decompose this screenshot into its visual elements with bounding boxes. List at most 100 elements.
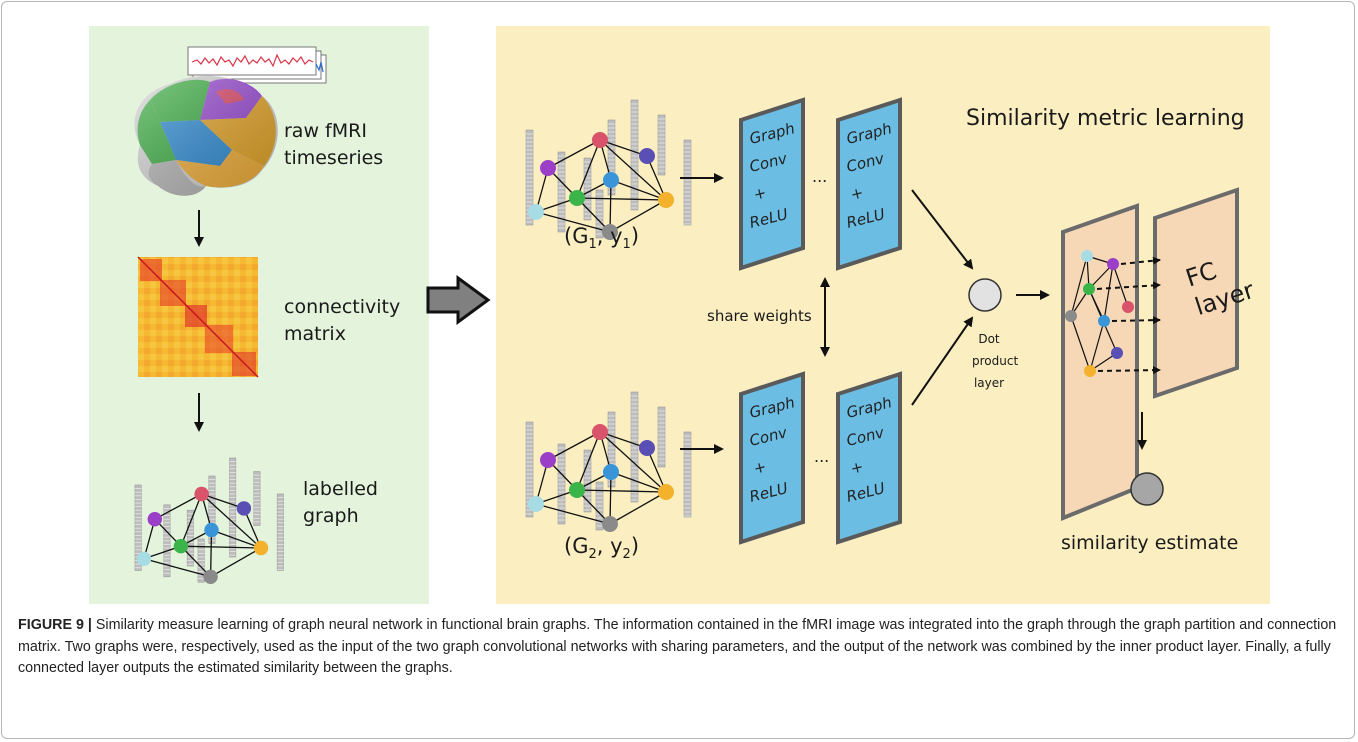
- arrow-conv2-to-dot: [911, 316, 974, 406]
- labelled-graph-label: labelled graph: [303, 478, 378, 527]
- graph-node: [602, 224, 618, 240]
- graph2-label: (G2, y2): [564, 534, 640, 563]
- graph-node: [528, 496, 544, 512]
- graph-edge: [180, 493, 203, 547]
- fc-connection-arrow: [1120, 256, 1161, 265]
- connectivity-matrix-label: connectivity matrix: [284, 296, 401, 345]
- fc-connection-arrow: [1111, 316, 1161, 325]
- node-feature-vector: [630, 391, 639, 503]
- dot-product-label: Dot product layer: [972, 332, 1019, 390]
- graph-node: [173, 539, 189, 554]
- graph-edge: [210, 547, 262, 578]
- graph-node: [639, 148, 655, 164]
- node-feature-vector: [163, 504, 171, 578]
- fc-input-graph: [1065, 250, 1161, 377]
- input-graph-2: [525, 391, 692, 532]
- graph-node: [603, 172, 619, 188]
- graph-node: [1122, 301, 1134, 313]
- graph-node: [602, 516, 618, 532]
- graph-node: [569, 482, 585, 498]
- graph-edge: [1112, 263, 1129, 308]
- graph-edge: [610, 471, 667, 493]
- transition-arrow: [426, 275, 491, 325]
- input-graph-1: [525, 99, 692, 240]
- graph-edge: [1070, 255, 1088, 317]
- conv-label: +: [849, 183, 866, 204]
- graph-node: [1111, 347, 1123, 359]
- ellipsis-bottom: ...: [814, 447, 829, 466]
- graph-node: [1065, 310, 1077, 322]
- graph-node: [203, 569, 218, 584]
- graph-node: [540, 160, 556, 176]
- raw-fmri-label: raw fMRI timeseries: [284, 120, 384, 169]
- conv-label: +: [849, 457, 866, 478]
- graph-edge: [599, 139, 648, 157]
- fc-layer-panel: [1153, 187, 1239, 399]
- graph-edge: [201, 493, 245, 510]
- share-weights-label: share weights: [707, 307, 812, 325]
- graph-edge: [576, 431, 601, 491]
- node-feature-vector: [583, 449, 592, 513]
- similarity-estimate-label: similarity estimate: [1061, 532, 1239, 554]
- graph-node: [253, 540, 269, 556]
- graph-edge: [599, 431, 648, 449]
- graph-node: [136, 551, 152, 566]
- graph-edge: [209, 529, 213, 577]
- node-feature-vector: [683, 139, 692, 226]
- graph-node: [540, 452, 556, 468]
- graph-node: [569, 190, 585, 206]
- graph-node: [658, 192, 674, 208]
- graph-node: [658, 484, 674, 500]
- graph-edge: [180, 545, 262, 549]
- graph-node: [194, 486, 209, 502]
- similarity-learning-title: Similarity metric learning: [966, 106, 1245, 131]
- node-feature-vector: [253, 471, 261, 526]
- fc-connection-arrow: [1097, 366, 1161, 375]
- graph-edge: [610, 179, 667, 201]
- figure-caption: FIGURE 9 | Similarity measure learning o…: [18, 615, 1338, 680]
- graph-edge: [201, 493, 262, 549]
- node-feature-vector: [630, 99, 639, 211]
- graph-edge: [609, 199, 667, 233]
- conv-label: +: [752, 457, 769, 478]
- node-feature-vector: [583, 157, 592, 221]
- graph-edge: [599, 431, 667, 493]
- node-feature-vector: [683, 431, 692, 518]
- graph-edge: [143, 558, 211, 578]
- graph-node: [528, 204, 544, 220]
- graph-edge: [609, 491, 667, 525]
- similarity-output-node: [1130, 472, 1164, 506]
- graph-edge: [547, 139, 601, 169]
- fc-input-panel: [1061, 203, 1139, 521]
- graph-edge: [609, 179, 612, 233]
- node-feature-vector: [595, 481, 604, 531]
- graph-node: [1084, 365, 1096, 377]
- graph-node: [147, 512, 162, 527]
- graph-edge: [154, 493, 202, 520]
- node-feature-vector: [657, 114, 666, 176]
- graph-edge: [576, 489, 667, 493]
- graph-edge: [609, 471, 612, 525]
- ellipsis-top: ...: [812, 167, 827, 186]
- graph-edge: [1103, 263, 1114, 322]
- timeseries-icon: [187, 46, 327, 84]
- node-feature-vector: [229, 457, 237, 558]
- graph-node: [1098, 315, 1110, 327]
- graph-edge: [599, 139, 667, 201]
- node-feature-vector: [525, 421, 534, 518]
- graph-node: [236, 501, 252, 516]
- graph-edge: [535, 503, 611, 525]
- fc-connection-arrow: [1096, 281, 1161, 290]
- graph-node: [639, 440, 655, 456]
- graph1-label: (G1, y1): [564, 224, 640, 253]
- graph-edge: [211, 529, 262, 549]
- graph-node: [603, 464, 619, 480]
- arrow-conv1-to-dot: [911, 189, 974, 270]
- dot-product-node: [968, 278, 1002, 312]
